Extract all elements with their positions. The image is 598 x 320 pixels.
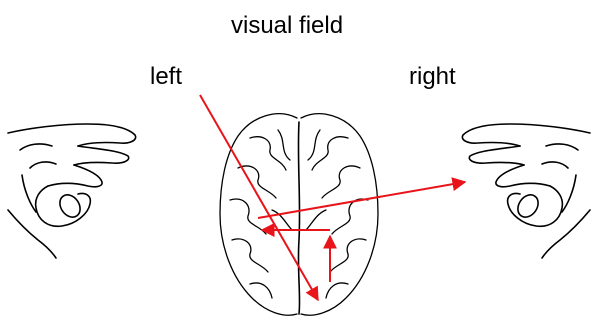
left-field-to-right-hemisphere-arrow <box>200 95 318 300</box>
crossing-to-right-hand-arrow <box>258 182 465 218</box>
brain-illustration <box>220 114 378 316</box>
left-hand-icon <box>8 124 136 258</box>
right-hand-icon <box>462 124 590 258</box>
